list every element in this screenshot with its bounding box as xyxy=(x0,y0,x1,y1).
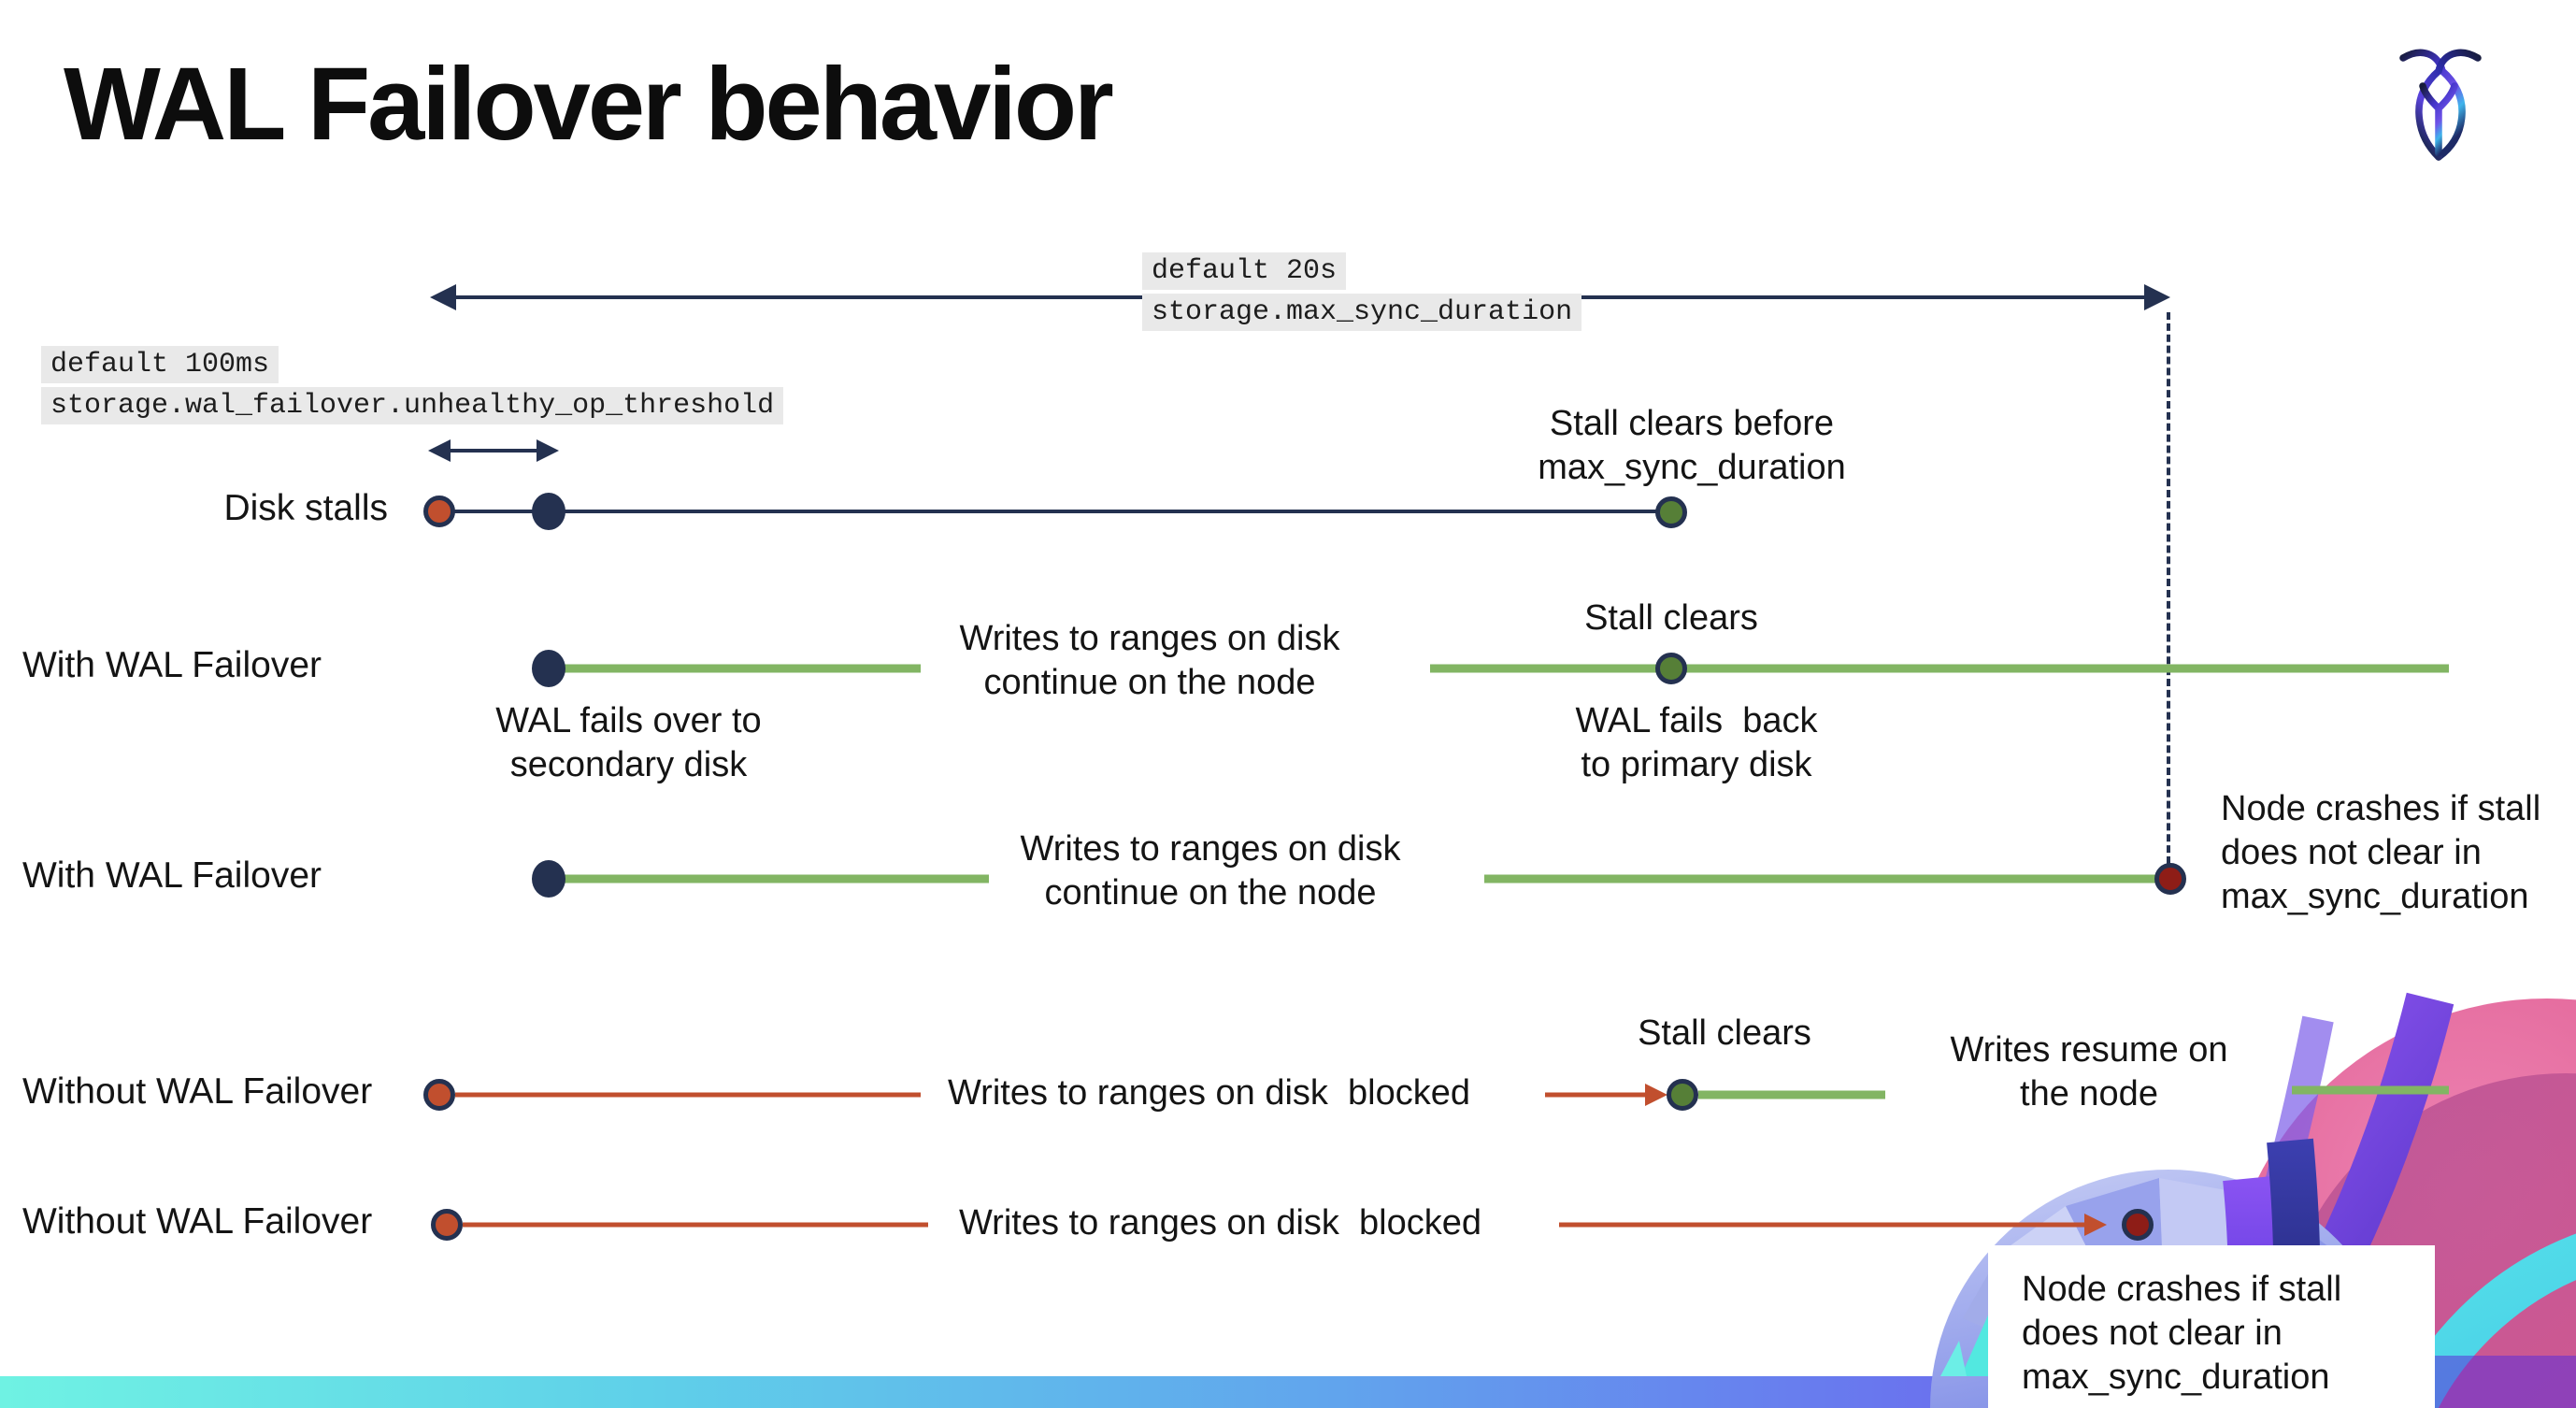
failover-dot-2 xyxy=(532,860,565,898)
writes-blocked-arrow-line-2 xyxy=(1559,1222,2084,1228)
writes-resume-label: Writes resume on the node xyxy=(1950,1030,2228,1113)
threshold-dot xyxy=(532,493,565,530)
stall-clears-dot-3 xyxy=(1667,1079,1698,1111)
fails-back-label: WAL fails back to primary disk xyxy=(1575,701,1818,784)
writes-blocked-arrow-line xyxy=(1545,1092,1659,1098)
threshold-arrow-left-icon xyxy=(428,439,451,462)
max-sync-default-label: default 20s xyxy=(1142,252,1347,290)
arrow-left-icon xyxy=(430,284,456,310)
failover-dot xyxy=(532,650,565,687)
node-crashes-label: Node crashes if stall does not clear in … xyxy=(2221,789,2541,916)
fails-over-label: WAL fails over to secondary disk xyxy=(495,701,762,784)
node-crash-dot-2 xyxy=(2122,1209,2154,1241)
writes-continue-label: Writes to ranges on disk continue on the… xyxy=(959,619,1340,702)
writes-resume-line-2 xyxy=(2292,1085,2449,1095)
stall-clears-before-label: Stall clears before max_sync_duration xyxy=(1538,404,1846,487)
stall-clears-dot xyxy=(1655,496,1687,528)
stall-clears-label: Stall clears xyxy=(1584,598,1758,638)
writes-blocked-label-2: Writes to ranges on disk blocked xyxy=(959,1203,1482,1243)
writes-continue-line xyxy=(565,664,921,673)
arrow-right-icon xyxy=(2144,284,2170,310)
red-arrow-icon-2 xyxy=(2084,1214,2107,1236)
row-label-without-wal-1: Without WAL Failover xyxy=(22,1071,373,1112)
writes-continue-line-3 xyxy=(565,874,989,884)
red-arrow-icon xyxy=(1645,1084,1667,1106)
row-label-with-wal-2: With WAL Failover xyxy=(22,855,322,896)
writes-blocked-line-2 xyxy=(463,1222,928,1228)
row-label-without-wal-2: Without WAL Failover xyxy=(22,1201,373,1242)
stall-start-dot xyxy=(423,496,455,527)
max-sync-dashed-line xyxy=(2167,312,2170,864)
row-label-disk-stalls: Disk stalls xyxy=(223,488,388,528)
threshold-span-line xyxy=(447,449,538,453)
max-sync-callout: default 20s storage.max_sync_duration xyxy=(1142,252,1582,331)
writes-blocked-line xyxy=(455,1092,921,1098)
writes-continue-label-2: Writes to ranges on disk continue on the… xyxy=(1020,829,1401,912)
threshold-arrow-right-icon xyxy=(537,439,559,462)
threshold-setting-label: storage.wal_failover.unhealthy_op_thresh… xyxy=(41,387,784,424)
node-crashes-label-2: Node crashes if stall does not clear in … xyxy=(2022,1270,2342,1397)
disk-stall-timeline xyxy=(439,510,1671,513)
threshold-default-label: default 100ms xyxy=(41,346,279,383)
node-crashes-box: Node crashes if stall does not clear in … xyxy=(1988,1245,2435,1408)
max-sync-setting-label: storage.max_sync_duration xyxy=(1142,294,1582,331)
stall-clears-dot-2 xyxy=(1655,653,1687,684)
threshold-callout: default 100ms storage.wal_failover.unhea… xyxy=(41,346,784,424)
stall-start-dot-3 xyxy=(431,1209,463,1241)
writes-continue-line-2 xyxy=(1430,664,2449,673)
cockroachdb-logo-icon xyxy=(2399,49,2482,161)
writes-blocked-label: Writes to ranges on disk blocked xyxy=(948,1073,1471,1113)
writes-resume-line xyxy=(1698,1090,1885,1099)
stall-start-dot-2 xyxy=(423,1079,455,1111)
node-crash-dot xyxy=(2154,863,2186,895)
page-title: WAL Failover behavior xyxy=(64,47,1114,162)
stall-clears-label-2: Stall clears xyxy=(1638,1013,1811,1053)
writes-continue-line-4 xyxy=(1484,874,2159,884)
row-label-with-wal-1: With WAL Failover xyxy=(22,645,322,685)
